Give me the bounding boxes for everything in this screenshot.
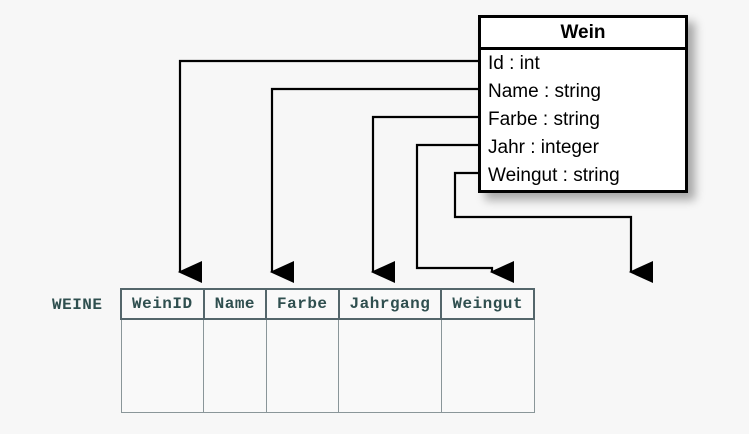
table-row[interactable] — [120, 318, 535, 413]
table-header-row: WeinID Name Farbe Jahrgang Weingut — [120, 288, 536, 320]
relation-table[interactable]: WeinID Name Farbe Jahrgang Weingut — [120, 288, 536, 413]
connector-id-weinid — [177, 59, 478, 283]
column-header-farbe[interactable]: Farbe — [265, 288, 340, 320]
table-cell[interactable] — [265, 318, 340, 413]
uml-attribute[interactable]: Name : string — [488, 81, 601, 102]
table-cell[interactable] — [440, 318, 535, 413]
table-cell[interactable] — [203, 318, 267, 413]
relation-name-label: WEINE — [52, 296, 103, 314]
uml-class-box[interactable]: Wein Id : int Name : string Farbe : stri… — [478, 15, 688, 193]
uml-attribute-list: Id : int Name : string Farbe : string Ja… — [481, 50, 685, 190]
connector-name-name — [269, 87, 478, 283]
column-header-jahrgang[interactable]: Jahrgang — [337, 288, 443, 320]
uml-class-title: Wein — [481, 18, 685, 50]
uml-attribute[interactable]: Weingut : string — [488, 165, 620, 186]
uml-attribute[interactable]: Farbe : string — [488, 109, 600, 130]
column-header-weingut[interactable]: Weingut — [440, 288, 536, 320]
uml-attribute[interactable]: Jahr : integer — [488, 137, 599, 158]
connector-weingut-weingut — [453, 171, 653, 283]
table-cell[interactable] — [338, 318, 442, 413]
table-cell[interactable] — [120, 318, 205, 413]
connector-jahr-jahrgang — [415, 143, 514, 283]
uml-attribute[interactable]: Id : int — [488, 53, 540, 74]
column-header-weinid[interactable]: WeinID — [120, 288, 205, 320]
connector-farbe-farbe — [370, 115, 478, 283]
column-header-name[interactable]: Name — [202, 288, 268, 320]
